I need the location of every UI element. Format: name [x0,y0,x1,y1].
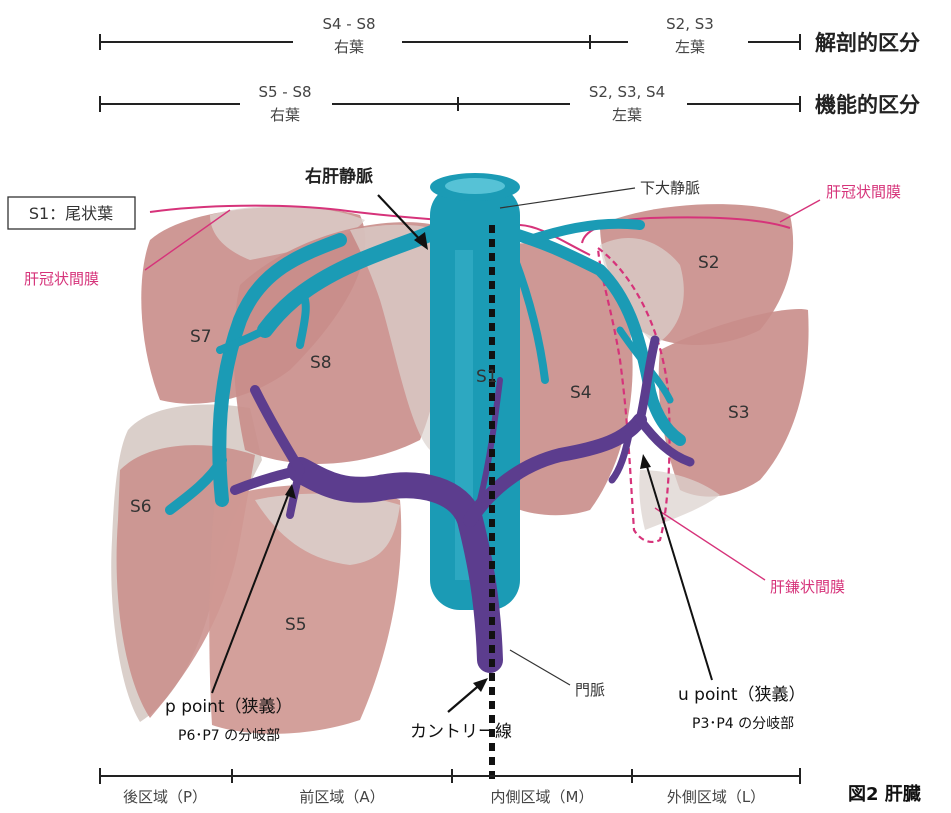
functional-left-range: S2, S3, S4 [589,83,665,101]
coronary-ligament-left-label: 肝冠状間膜 [826,183,901,201]
bottom-scale-posterior: 後区域（P） [123,788,207,806]
anatomical-label: 解剖的区分 [815,31,920,55]
functional-label: 機能的区分 [815,93,920,117]
bottom-scale-medial: 内側区域（M） [491,788,594,806]
functional-right-range: S5 - S8 [258,83,311,101]
segment-s3-label: S3 [728,403,750,423]
u-point-sublabel: P3･P4 の分岐部 [692,716,794,732]
segment-s7-label: S7 [190,327,212,347]
figure-caption: 図2 肝臓 [848,784,921,805]
functional-left-name: 左葉 [612,106,642,124]
coronary-ligament-right-label: 肝冠状間膜 [24,270,99,288]
u-point-label: u point（狭義） [678,685,806,705]
functional-scale [100,96,800,112]
caudate-lobe-label: S1：尾状葉 [29,204,113,223]
u-point-arrowhead [640,454,651,469]
ivc-pointer [500,188,635,208]
anatomical-left-name: 左葉 [675,38,705,56]
bottom-scale-lateral: 外側区域（L） [667,788,765,806]
segment-s8-label: S8 [310,353,332,373]
falciform-ligament-label: 肝鎌状間膜 [770,578,845,596]
bottom-scale-anterior: 前区域（A） [299,788,384,806]
segment-s4-label: S4 [570,383,592,403]
segment-s6-label: S6 [130,497,152,517]
segment-s2-label: S2 [698,253,720,273]
segment-s1-label: S1 [476,367,498,387]
bottom-scale [100,768,800,784]
anatomical-right-range: S4 - S8 [322,15,375,33]
p-point-label: p point（狭義） [165,697,293,717]
functional-right-name: 右葉 [270,106,300,124]
right-hepatic-vein-label: 右肝静脈 [305,166,373,187]
portal-vein-pointer [510,650,570,685]
portal-vein-label: 門脈 [575,681,605,699]
p-point-sublabel: P6･P7 の分岐部 [178,728,280,744]
segment-s5-label: S5 [285,615,307,635]
anatomical-left-range: S2, S3 [666,15,714,33]
anatomical-right-name: 右葉 [334,38,364,56]
cantlie-line-label: カントリー線 [410,722,512,742]
ivc-label: 下大静脈 [640,179,700,197]
